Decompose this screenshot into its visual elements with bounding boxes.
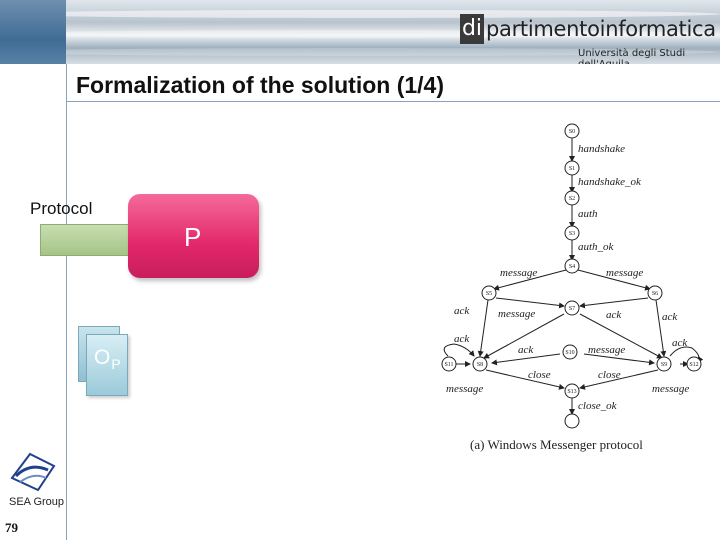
state-label: S7 <box>569 306 575 312</box>
state-label: S3 <box>569 231 575 237</box>
banner-side-strip <box>0 0 66 64</box>
op-label: OP <box>94 346 122 372</box>
protocol-bar <box>40 224 142 256</box>
state-s8 <box>472 356 488 372</box>
edge-label-ack-left: ack <box>454 305 470 317</box>
header-banner: di partimentoinformatica Università degl… <box>0 0 720 64</box>
edge-s7-s8 <box>483 313 565 359</box>
state-s7 <box>564 300 580 316</box>
state-label: S4 <box>569 264 575 270</box>
op-box-front <box>86 334 128 396</box>
state-label: S11 <box>444 362 453 368</box>
state-label: S1 <box>569 166 575 172</box>
edge-s9-self-ack <box>669 346 704 363</box>
state-label: S9 <box>661 362 667 368</box>
state-label: S2 <box>569 196 575 202</box>
state-s12 <box>686 356 702 372</box>
state-s6 <box>647 285 663 301</box>
edge-s8-s13 <box>485 369 565 390</box>
state-s9 <box>656 356 672 372</box>
state-label: S0 <box>569 129 575 135</box>
department-logo: di partimentoinformatica Università degl… <box>460 14 716 64</box>
op-label-main: O <box>94 346 112 369</box>
edge-label-message-center: message <box>588 344 625 356</box>
edge-s10-s9 <box>583 353 655 366</box>
state-label: S12 <box>689 362 698 368</box>
edge-label-message-left: message <box>500 267 537 279</box>
edge-label-ack-self-left: ack <box>454 333 470 345</box>
edge-label-message-bottom-left: message <box>446 383 483 395</box>
edge-s6-s7 <box>579 297 649 309</box>
edge-label-message-right: message <box>606 267 643 279</box>
edge-s7-s9 <box>579 313 663 359</box>
state-label: S13 <box>567 389 576 395</box>
op-label-sub: P <box>111 356 122 373</box>
state-s10 <box>562 344 578 360</box>
edge-s5-s8 <box>477 299 489 357</box>
p-label: P <box>184 222 202 252</box>
edge-label-message-bottom-right: message <box>652 383 689 395</box>
sea-group-label: SEA Group <box>9 496 65 508</box>
edge-label-message-mid: message <box>498 308 535 320</box>
banner-wave <box>0 10 720 18</box>
edge-s4-s5 <box>493 269 567 291</box>
edge-s5-s7 <box>495 297 565 309</box>
protocol-label: Protocol <box>30 199 93 218</box>
edge-s10-s8 <box>491 353 561 366</box>
state-label: S5 <box>486 291 492 297</box>
edge-label-ack-self-right: ack <box>672 337 688 349</box>
edge-label-ack-mid: ack <box>606 309 622 321</box>
windows-messenger-fsm-diagram: S0 S1 S2 S3 S4 S5 S6 S7 S8 S9 S10 S11 S1… <box>441 123 704 429</box>
sea-group-logo <box>10 452 56 492</box>
logo-subtitle: Università degli Studi dell'Aquila <box>578 48 686 64</box>
edge-label-close-right: close <box>598 369 621 381</box>
edge-label-ack-right: ack <box>662 311 678 323</box>
edge-s9-s13 <box>579 369 659 390</box>
edge-s8-self-ack <box>443 343 475 357</box>
state-s13 <box>564 383 580 399</box>
state-label: S8 <box>477 362 483 368</box>
state-s11 <box>441 356 457 372</box>
edge-label-handshake: handshake <box>578 143 625 155</box>
logo-mark: di <box>460 14 484 44</box>
state-s3 <box>564 225 580 241</box>
state-s1 <box>564 160 580 176</box>
logo-name: partimentoinformatica <box>486 17 716 41</box>
state-label: S10 <box>565 350 574 356</box>
edge-label-close-left: close <box>528 369 551 381</box>
edge-label-handshake-ok: handshake_ok <box>578 176 642 188</box>
page-number: 79 <box>5 520 18 535</box>
edge-label-auth: auth <box>578 208 598 220</box>
state-s5 <box>481 285 497 301</box>
edge-s6-s9 <box>655 299 667 357</box>
title-underline <box>66 101 720 102</box>
edge-s4-s6 <box>577 269 651 291</box>
figure-caption: (a) Windows Messenger protocol <box>470 437 643 452</box>
banner-wave <box>0 30 720 38</box>
edge-label-close-ok: close_ok <box>578 400 618 412</box>
state-label: S6 <box>652 291 658 297</box>
vertical-rule <box>66 64 67 540</box>
state-s2 <box>564 190 580 206</box>
protocol-p-box <box>128 194 259 278</box>
slide-title: Formalization of the solution (1/4) <box>76 72 444 98</box>
state-s0 <box>564 123 580 139</box>
state-s4 <box>564 258 580 274</box>
banner-wave <box>0 48 720 56</box>
edge-label-auth-ok: auth_ok <box>578 241 615 253</box>
edge-label-ack-center: ack <box>518 344 534 356</box>
state-s14 <box>564 413 580 429</box>
